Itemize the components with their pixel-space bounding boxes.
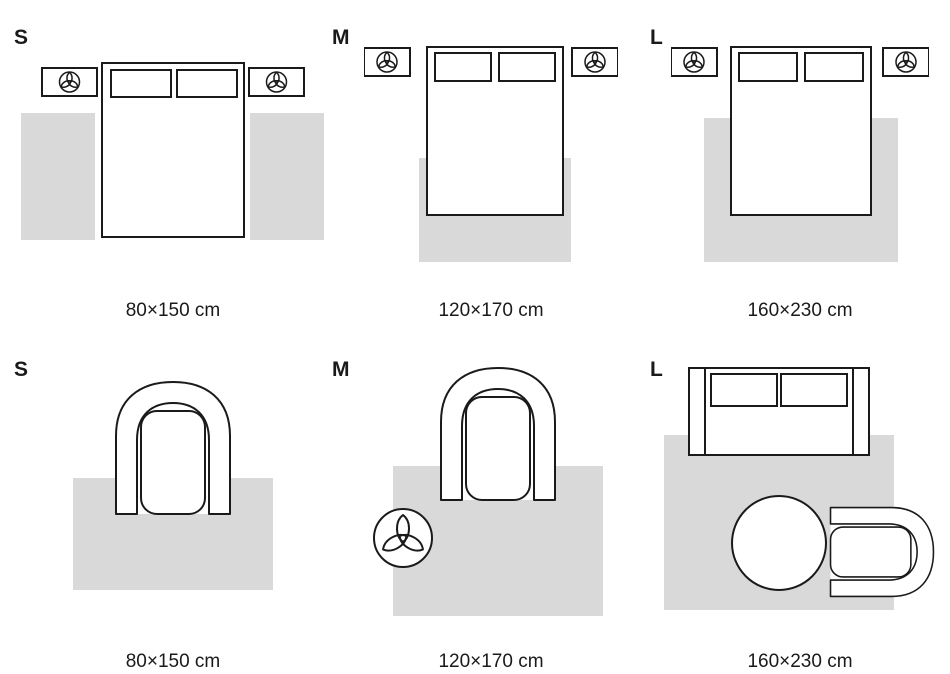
rug-dimensions-label: 120×170 cm xyxy=(438,300,544,321)
bedroom-m-svg xyxy=(363,46,619,262)
nightstand-left xyxy=(41,67,98,97)
nightstand-right xyxy=(882,47,930,77)
plant-icon xyxy=(684,52,704,72)
rug-dimensions-label: 160×230 cm xyxy=(747,651,853,672)
living-room-s-diagram xyxy=(71,366,275,603)
size-class-label: L xyxy=(650,358,663,382)
armchair xyxy=(829,506,935,598)
bedroom-size-s-panel: S 80×150 cm xyxy=(14,6,332,338)
nightstand-right xyxy=(248,67,305,97)
size-class-label: L xyxy=(650,26,663,50)
plant-icon xyxy=(373,508,433,568)
size-class-label: M xyxy=(332,358,350,382)
rug-dimensions-label: 120×170 cm xyxy=(438,651,544,672)
living-room-size-l-panel: L 160×230 cm xyxy=(650,338,950,672)
rug-dimensions-label: 160×230 cm xyxy=(747,300,853,321)
nightstand-left xyxy=(670,47,718,77)
plant-icon xyxy=(267,72,287,92)
bedroom-s-svg xyxy=(21,62,324,240)
bedroom-s-diagram xyxy=(21,46,325,251)
bedside-rug-left xyxy=(21,113,95,240)
pillow-right xyxy=(804,52,864,82)
bed xyxy=(101,62,245,238)
pillow-right xyxy=(176,69,238,98)
living-room-l-diagram xyxy=(664,366,936,621)
armchair xyxy=(440,367,556,501)
size-class-label: M xyxy=(332,26,350,50)
bedside-rug-right xyxy=(250,113,324,240)
sofa-cushion-left xyxy=(710,373,778,407)
pillow-right xyxy=(498,52,556,82)
bedroom-size-m-panel: M 120×170 cm xyxy=(332,6,650,338)
pillow-left xyxy=(434,52,492,82)
pillow-left xyxy=(738,52,798,82)
coffee-table xyxy=(731,495,827,591)
rug-dimensions-label: 80×150 cm xyxy=(125,651,221,672)
bed xyxy=(426,46,564,216)
living-room-size-s-panel: S 80×150 cm xyxy=(14,338,332,672)
sofa-cushion-right xyxy=(780,373,848,407)
armchair xyxy=(115,381,231,515)
plant-icon xyxy=(377,52,397,72)
nightstand-right xyxy=(571,47,619,77)
living-m-svg xyxy=(373,367,603,616)
living-room-m-diagram xyxy=(373,366,609,627)
rug-dimensions-label: 80×150 cm xyxy=(125,300,221,321)
bedroom-l-svg xyxy=(670,46,930,262)
plant-icon xyxy=(896,52,916,72)
bedroom-size-l-panel: L 160×230 cm xyxy=(650,6,950,338)
bedroom-m-diagram xyxy=(363,46,619,273)
living-l-svg xyxy=(664,367,935,610)
nightstand-left xyxy=(363,47,411,77)
living-s-svg xyxy=(73,381,273,590)
bedroom-l-diagram xyxy=(670,46,930,273)
pillow-left xyxy=(110,69,172,98)
living-room-size-m-panel: M 120×170 cm xyxy=(332,338,650,672)
plant-icon xyxy=(585,52,605,72)
size-class-label: S xyxy=(14,358,29,382)
bed xyxy=(730,46,872,216)
sofa xyxy=(688,367,870,456)
size-class-label: S xyxy=(14,26,29,50)
plant-icon xyxy=(60,72,80,92)
